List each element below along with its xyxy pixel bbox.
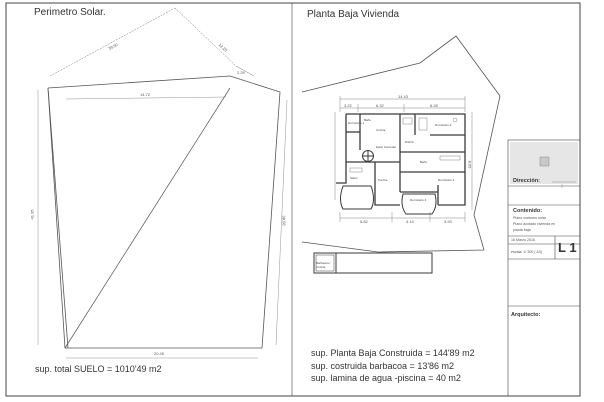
room-label: Dormitorio 2	[435, 123, 452, 127]
dim-plan-top-left: 3.22	[344, 103, 352, 108]
room-label: Baño	[364, 118, 372, 122]
room-label: Distrib.	[405, 140, 415, 144]
solar-perimeter	[37, 7, 288, 359]
tb-lamina-number: L 1	[558, 240, 577, 255]
dim-plan-bottom-left: 5.82	[360, 219, 368, 224]
dim-plan-bottom-mid: 4.14	[406, 219, 414, 224]
house-walls	[336, 113, 466, 206]
room-label: Salón	[350, 176, 358, 180]
dim-plan-right-depth: 8.05	[467, 160, 473, 169]
tb-contenido-line: Plano acotado vivienda en	[513, 222, 556, 226]
house-fixtures	[349, 117, 461, 173]
house-dimension-lines	[334, 96, 473, 222]
room-label: Cocina	[376, 128, 386, 132]
tb-contenido-label: Contenido:	[513, 208, 543, 214]
room-label: Dormitorio 3	[438, 178, 455, 182]
room-label: Porche	[378, 178, 388, 182]
tb-escala: escala: 1/ 300 ( A3)	[511, 250, 542, 254]
tb-direccion-label: Dirección:	[513, 178, 540, 184]
dim-plan-top-right: 6.28	[430, 103, 438, 108]
dim-perimeter-bottom: 20.45	[154, 351, 165, 356]
title-block-lines	[507, 139, 581, 397]
title-planta-baja: Planta Baja Vivienda	[307, 9, 400, 20]
tb-fecha: 16 Marzo 2016	[511, 238, 535, 242]
dim-perimeter-right: 38.58	[281, 215, 287, 226]
total-suelo: sup. total SUELO = 1010'49 m2	[35, 364, 162, 374]
room-label: Baño	[420, 160, 428, 164]
annex-outline	[313, 252, 433, 274]
sheet-frame	[5, 2, 581, 397]
tb-arquitecto-label: Arquitecto:	[511, 312, 541, 318]
dim-plan-total-width: 14.43	[398, 94, 409, 99]
dim-perimeter-top-right-short: 2.29	[237, 70, 245, 75]
dim-perimeter-inner-top: 14.72	[140, 92, 151, 97]
site-mini-map	[539, 156, 550, 167]
house-site-boundary	[301, 35, 501, 253]
annex-room-label: Barbacoa / Cocina	[316, 261, 331, 269]
title-perimetro: Perimetro Solar.	[34, 7, 106, 18]
dim-plan-top-mid: 6.32	[376, 103, 384, 108]
total-piscina: sup. lamina de agua -piscina = 40 m2	[311, 373, 461, 383]
house-bay-windows	[340, 150, 437, 215]
total-construida: sup. Planta Baja Construida = 144'89 m2	[311, 348, 475, 358]
total-barbacoa: sup. costruida barbacoa = 13'86 m2	[311, 361, 455, 371]
tb-contenido-line: Plano contorno solar	[513, 216, 546, 220]
dim-perimeter-left: 41.35	[29, 209, 35, 220]
dim-plan-bottom-right: 3.93	[444, 219, 452, 224]
room-label: Estar Comedor	[376, 145, 397, 149]
room-label: Dormitorio 4	[410, 198, 427, 202]
room-label: Dormitorio 1	[348, 121, 365, 125]
tb-contenido-line: planta baja	[513, 228, 531, 232]
